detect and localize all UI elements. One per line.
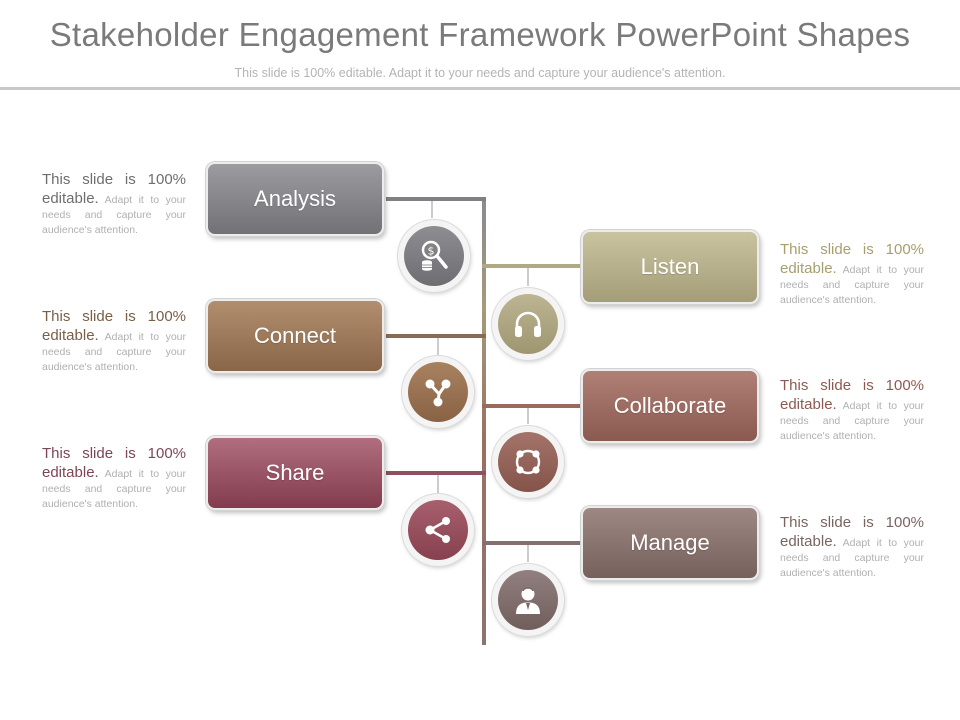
circle-nodes-icon bbox=[515, 449, 541, 475]
manager-icon bbox=[516, 587, 540, 614]
manage-icon-circle bbox=[492, 564, 564, 636]
listen-box[interactable]: Listen bbox=[581, 230, 759, 304]
analysis-icon-circle: $ bbox=[398, 220, 470, 292]
listen-icon-circle bbox=[492, 288, 564, 360]
headphones-icon bbox=[515, 311, 541, 337]
collaborate-icon-circle bbox=[492, 426, 564, 498]
manage-label: Manage bbox=[630, 530, 710, 555]
manage-connector bbox=[482, 541, 580, 545]
money-search-icon: $ bbox=[421, 240, 448, 271]
share-label: Share bbox=[265, 460, 325, 485]
connect-description: This slide is 100% editable. Adapt it to… bbox=[42, 308, 186, 373]
listen-description: This slide is 100% editable. Adapt it to… bbox=[780, 241, 924, 306]
trunk-line bbox=[482, 197, 486, 645]
manage-box[interactable]: Manage bbox=[581, 506, 759, 580]
listen-label: Listen bbox=[640, 254, 700, 279]
analysis-connector bbox=[386, 197, 486, 201]
listen-connector bbox=[482, 264, 580, 268]
collaborate-description: This slide is 100% editable. Adapt it to… bbox=[780, 377, 924, 442]
share-icon-circle bbox=[402, 494, 474, 566]
collaborate-box[interactable]: Collaborate bbox=[581, 369, 759, 443]
collaborate-connector bbox=[482, 404, 580, 408]
connect-label: Connect bbox=[254, 323, 336, 348]
analysis-box[interactable]: Analysis bbox=[206, 162, 384, 236]
connect-connector bbox=[386, 334, 486, 338]
share-box[interactable]: Share bbox=[206, 436, 384, 510]
share-connector bbox=[386, 471, 486, 475]
analysis-label: Analysis bbox=[254, 186, 336, 211]
collaborate-label: Collaborate bbox=[613, 393, 727, 418]
share-description: This slide is 100% editable. Adapt it to… bbox=[42, 445, 186, 510]
title-divider bbox=[0, 87, 960, 90]
connect-box[interactable]: Connect bbox=[206, 299, 384, 373]
connect-icon-circle bbox=[402, 356, 474, 428]
analysis-description: This slide is 100% editable. Adapt it to… bbox=[42, 171, 186, 236]
share-icon bbox=[425, 517, 450, 543]
slide-subtitle: This slide is 100% editable. Adapt it to… bbox=[234, 66, 726, 80]
svg-text:$: $ bbox=[428, 245, 435, 258]
manage-description: This slide is 100% editable. Adapt it to… bbox=[780, 514, 924, 579]
slide-title: Stakeholder Engagement Framework PowerPo… bbox=[49, 16, 911, 53]
network-icon bbox=[425, 379, 451, 407]
